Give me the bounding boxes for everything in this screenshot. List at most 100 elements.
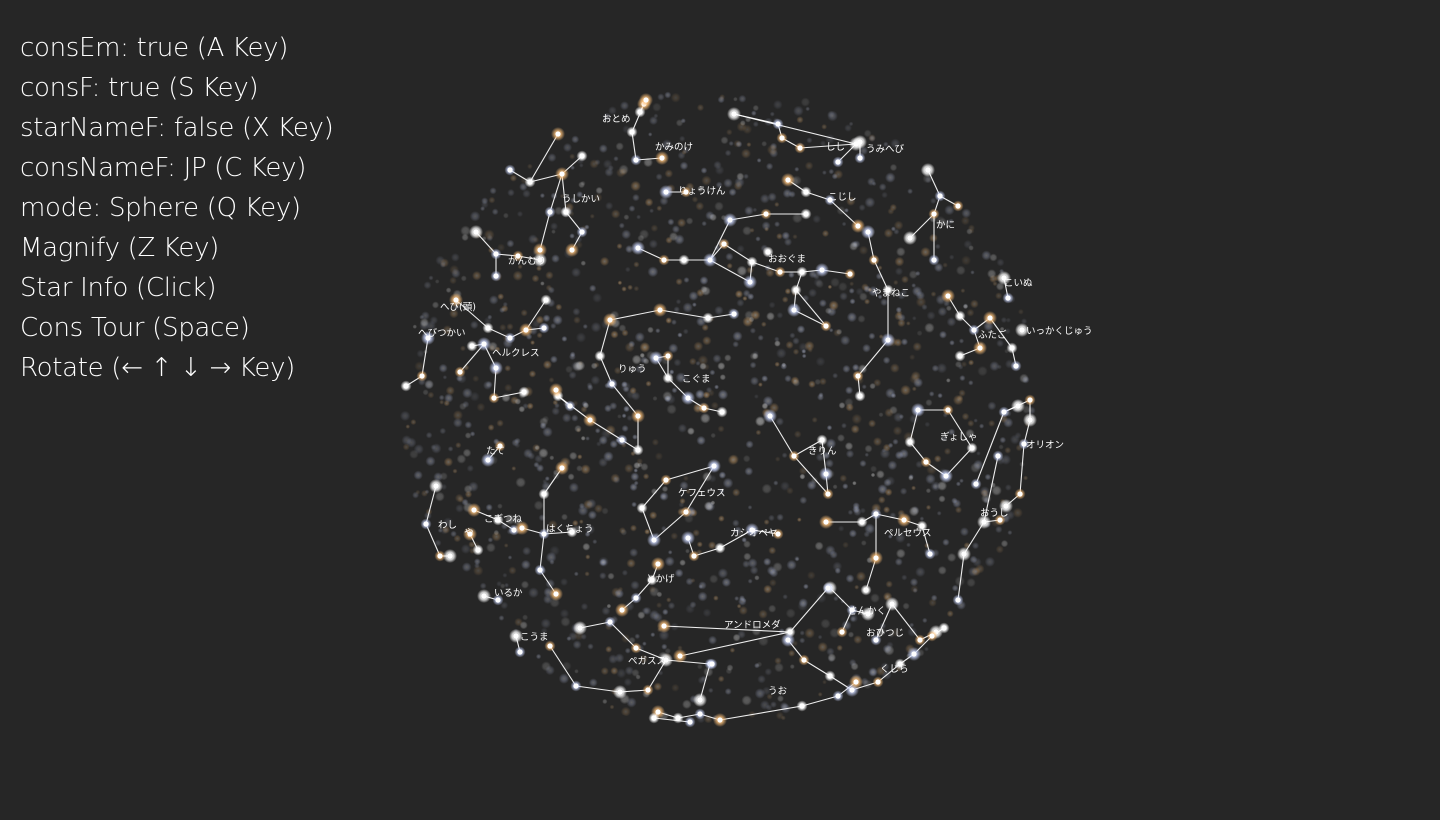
background-star [503, 212, 509, 219]
background-star [566, 636, 572, 642]
background-star [951, 584, 959, 592]
background-star [504, 383, 513, 392]
background-star [577, 454, 583, 460]
constellation-star-core [663, 477, 669, 483]
constellation-star-core [1015, 403, 1021, 409]
background-star [594, 159, 601, 166]
background-star [661, 485, 669, 493]
constellation-star-core [803, 189, 809, 195]
background-star [768, 514, 775, 522]
background-star [719, 488, 725, 494]
background-star [506, 239, 515, 248]
constellation-star-core [931, 257, 937, 263]
background-star [897, 318, 906, 328]
constellation-star-core [705, 315, 711, 321]
background-star [991, 485, 1002, 496]
constellation-star-core [901, 517, 907, 523]
background-star [647, 326, 654, 334]
background-star [700, 413, 711, 424]
background-star [528, 370, 537, 378]
constellation-star-core [1017, 491, 1023, 497]
background-star [750, 376, 759, 386]
constellation-star-core [907, 235, 913, 241]
background-star [754, 394, 759, 399]
background-star [621, 424, 629, 433]
background-star [541, 661, 552, 672]
background-star [503, 543, 509, 548]
background-star [827, 110, 838, 122]
background-star [743, 552, 752, 561]
constellation-star-core [767, 413, 773, 419]
background-star [1004, 328, 1011, 335]
background-star [959, 527, 970, 537]
constellation-star-core [977, 345, 983, 351]
background-star [504, 582, 509, 588]
background-star [572, 519, 579, 527]
background-star [968, 566, 978, 577]
background-star [813, 277, 823, 287]
background-star [675, 372, 687, 383]
background-star [741, 695, 752, 706]
constellation-label: さんかく [848, 606, 886, 617]
constellation-star-core [865, 611, 871, 617]
constellation-star-core [685, 535, 691, 541]
background-star [487, 424, 495, 431]
background-star [775, 456, 781, 462]
background-star [621, 229, 632, 240]
background-star [832, 561, 843, 572]
constellation-star-core [555, 131, 561, 137]
background-star [469, 431, 476, 437]
background-star [613, 476, 621, 484]
background-star [515, 477, 526, 488]
background-star [657, 93, 665, 101]
background-star [925, 473, 936, 485]
constellation-star-core [563, 209, 569, 215]
background-star [603, 451, 614, 462]
background-star [630, 472, 640, 482]
background-star [573, 571, 579, 577]
background-star [545, 551, 557, 563]
background-star [887, 442, 894, 449]
background-star [754, 575, 760, 581]
background-star [621, 286, 627, 292]
background-star [811, 416, 818, 423]
background-star [517, 264, 523, 270]
constellation-star-core [1003, 503, 1009, 509]
background-star [649, 208, 654, 214]
background-star [744, 205, 754, 216]
background-star [535, 653, 542, 660]
background-star [755, 429, 762, 436]
constellation-label: や [464, 528, 474, 539]
background-star [949, 254, 955, 260]
hud-line-rotate: Rotate (← ↑ ↓ → Key) [20, 353, 296, 383]
constellation-star-core [691, 553, 697, 559]
background-star [460, 345, 466, 352]
constellation-label: ぎょしゃ [940, 431, 978, 443]
background-star [613, 366, 622, 375]
background-star [522, 403, 529, 410]
background-star [933, 455, 942, 463]
constellation-label: ペルセウス [884, 528, 932, 539]
background-star [742, 124, 753, 135]
background-star [673, 358, 682, 367]
background-star [431, 301, 440, 309]
background-star [708, 687, 714, 694]
background-star [833, 595, 839, 602]
constellation-star-core [847, 271, 853, 277]
constellation-star-core [907, 439, 913, 445]
background-star [935, 215, 946, 227]
constellation-star-core [859, 519, 865, 525]
background-star [945, 219, 952, 226]
constellation-star-core [727, 217, 733, 223]
background-star [633, 468, 638, 473]
background-star [825, 134, 836, 144]
background-star [632, 193, 640, 202]
background-star [743, 173, 749, 180]
background-star [853, 507, 862, 517]
constellation-star-core [917, 637, 923, 643]
background-star [1007, 530, 1013, 536]
background-star [678, 501, 685, 508]
constellation-line [975, 411, 1005, 485]
